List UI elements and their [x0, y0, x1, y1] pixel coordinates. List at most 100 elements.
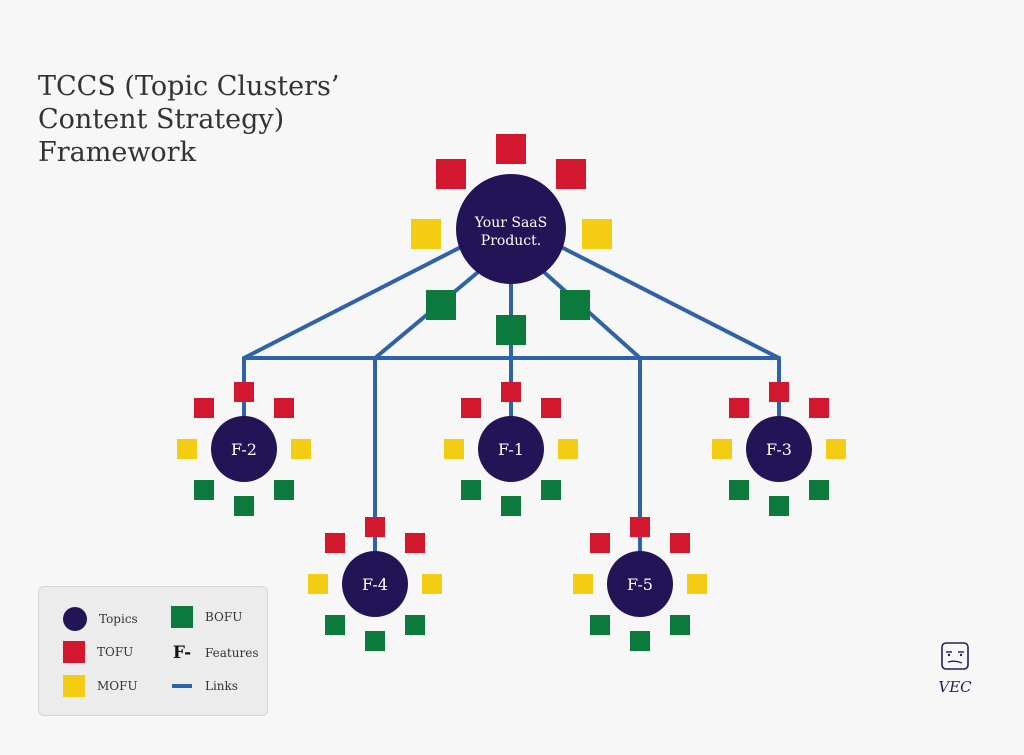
feature-label: F-2 — [231, 440, 257, 459]
mofu-square — [712, 439, 732, 459]
root-node: Your SaaS Product. — [456, 174, 566, 284]
topic-circle-icon — [63, 607, 87, 631]
bofu-square — [809, 480, 829, 500]
feature-label: F-4 — [362, 575, 388, 594]
tofu-square — [234, 382, 254, 402]
bofu-square — [461, 480, 481, 500]
tofu-square — [274, 398, 294, 418]
legend-item-bofu: BOFU — [171, 606, 242, 628]
tofu-square — [590, 533, 610, 553]
mofu-square — [826, 439, 846, 459]
feature-node-f1: F-1 — [478, 416, 544, 482]
logo-text: VEC — [938, 678, 972, 696]
mofu-square — [177, 439, 197, 459]
legend-label-topics: Topics — [99, 612, 138, 626]
feature-label: F-3 — [766, 440, 792, 459]
page-title: TCCS (Topic Clusters’ Content Strategy) … — [38, 70, 378, 169]
tofu-square — [556, 159, 586, 189]
tofu-square — [541, 398, 561, 418]
feature-circle — [342, 551, 408, 617]
title-line-1: TCCS (Topic Clusters’ — [38, 71, 340, 102]
tofu-square — [501, 382, 521, 402]
feature-label: F-5 — [627, 575, 653, 594]
legend-label-features: Features — [205, 646, 259, 660]
tofu-square-icon — [63, 641, 85, 663]
feature-node-f5: F-5 — [607, 551, 673, 617]
root-label-line-1: Your SaaS — [474, 215, 548, 231]
tofu-square — [496, 134, 526, 164]
mofu-square — [411, 219, 441, 249]
tofu-square — [325, 533, 345, 553]
link-root-to-right — [561, 246, 781, 360]
mofu-square — [687, 574, 707, 594]
legend-item-features: F- Features — [171, 643, 259, 663]
mofu-square — [573, 574, 593, 594]
bofu-square — [405, 615, 425, 635]
robot-face-icon: VEC — [938, 642, 972, 696]
bofu-square — [729, 480, 749, 500]
tofu-square — [630, 517, 650, 537]
legend-item-links: Links — [171, 677, 238, 695]
tofu-square — [769, 382, 789, 402]
feature-circle — [607, 551, 673, 617]
bofu-square — [501, 496, 521, 516]
legend-label-mofu: MOFU — [97, 679, 138, 693]
bofu-square — [670, 615, 690, 635]
tofu-square — [461, 398, 481, 418]
funnel-squares-layer — [177, 134, 846, 651]
link-root-to-left — [242, 246, 461, 360]
tofu-square — [729, 398, 749, 418]
bofu-square — [560, 290, 590, 320]
root-label-line-2: Product. — [481, 233, 541, 249]
tofu-square — [809, 398, 829, 418]
mofu-square — [422, 574, 442, 594]
mofu-square-icon — [63, 675, 85, 697]
topic-nodes-layer: Your SaaS Product. F-2 F-1 F-3F-4 F-5 — [211, 174, 812, 617]
legend-label-bofu: BOFU — [205, 610, 243, 624]
tofu-square — [405, 533, 425, 553]
mofu-square — [308, 574, 328, 594]
feature-circle — [478, 416, 544, 482]
legend-item-tofu: TOFU — [63, 641, 133, 663]
feature-label: F-1 — [498, 440, 524, 459]
link-line-icon — [172, 684, 192, 688]
bofu-square — [590, 615, 610, 635]
tofu-square — [670, 533, 690, 553]
bofu-square — [365, 631, 385, 651]
title-line-3: Framework — [38, 137, 196, 168]
mofu-square — [291, 439, 311, 459]
tofu-square — [436, 159, 466, 189]
links-layer — [242, 246, 781, 586]
bofu-square-icon — [171, 606, 193, 628]
bofu-square — [274, 480, 294, 500]
features-symbol: F- — [172, 643, 192, 663]
tofu-square — [365, 517, 385, 537]
mofu-square — [444, 439, 464, 459]
legend-item-topics: Topics — [63, 607, 138, 631]
feature-node-f3: F-3 — [746, 416, 812, 482]
bofu-square — [630, 631, 650, 651]
legend-item-mofu: MOFU — [63, 675, 138, 697]
bofu-square — [541, 480, 561, 500]
feature-circle — [211, 416, 277, 482]
bofu-square — [325, 615, 345, 635]
bofu-square — [769, 496, 789, 516]
feature-node-f4: F-4 — [342, 551, 408, 617]
feature-node-f2: F-2 — [211, 416, 277, 482]
legend: Topics TOFU MOFU BOFU F- Features Links — [38, 586, 268, 716]
tofu-square — [194, 398, 214, 418]
feature-circle — [746, 416, 812, 482]
root-circle — [456, 174, 566, 284]
mofu-square — [582, 219, 612, 249]
legend-label-tofu: TOFU — [97, 645, 134, 659]
legend-label-links: Links — [205, 679, 238, 693]
bofu-square — [234, 496, 254, 516]
bofu-square — [426, 290, 456, 320]
link-root-to-f5 — [543, 271, 642, 360]
title-line-2: Content Strategy) — [38, 104, 285, 135]
mofu-square — [558, 439, 578, 459]
bofu-square — [496, 315, 526, 345]
bofu-square — [194, 480, 214, 500]
